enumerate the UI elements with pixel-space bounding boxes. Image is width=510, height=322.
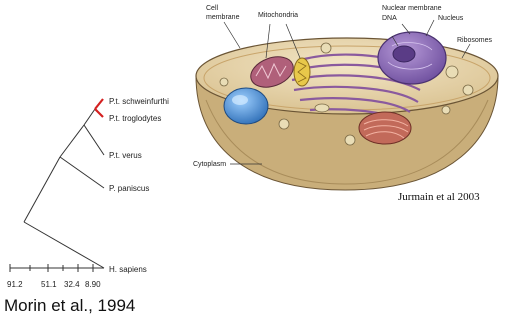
label-dna: DNA <box>382 15 397 22</box>
label-cell-membrane-line1: Cell <box>206 5 219 12</box>
label-ribosomes: Ribosomes <box>457 37 493 44</box>
mitochondrion-2 <box>294 58 310 86</box>
label-nucleus: Nucleus <box>438 15 464 22</box>
jurmain-citation: Jurmain et al 2003 <box>398 191 480 203</box>
label-mitochondria: Mitochondria <box>258 12 298 19</box>
label-cell-membrane-line2: membrane <box>206 14 240 21</box>
label-nuclear-membrane: Nuclear membrane <box>382 5 442 12</box>
golgi-apparatus <box>359 112 411 144</box>
label-cytoplasm: Cytoplasm <box>193 161 226 168</box>
vacuole <box>224 88 268 124</box>
